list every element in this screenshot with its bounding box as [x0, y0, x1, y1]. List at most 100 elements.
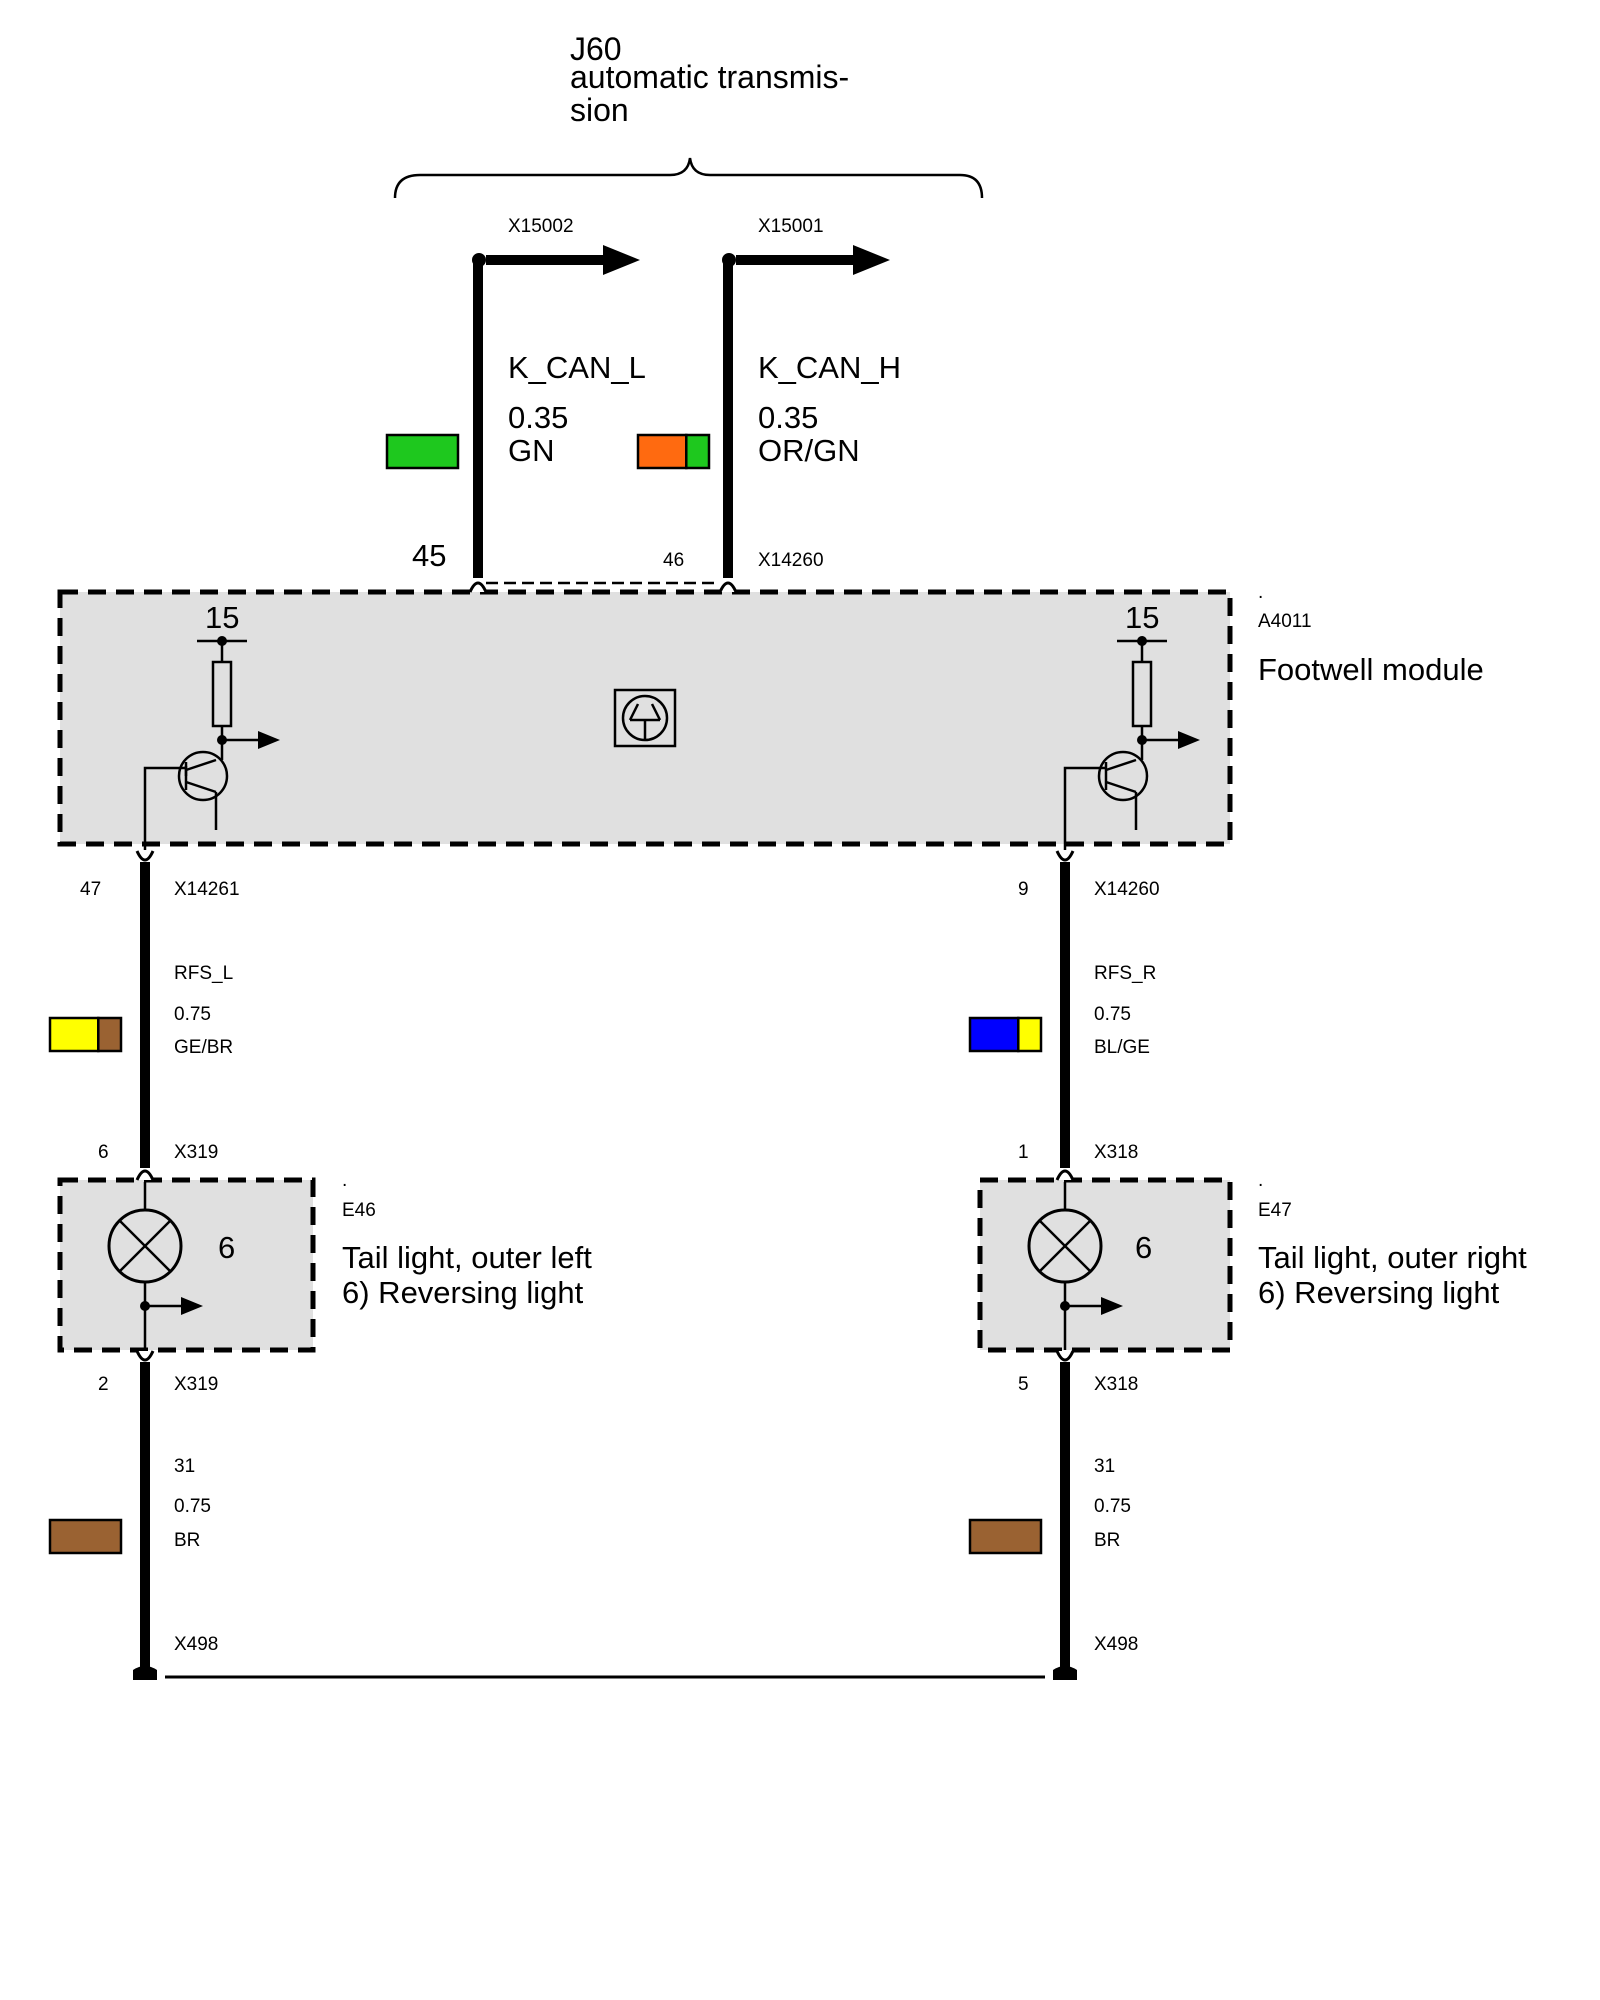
- color-swatch-part: [968, 1016, 1020, 1053]
- can-wire-high: X15001 K_CAN_H 0.35 OR/GN 46: [636, 216, 901, 578]
- right-driver-circuit: 15: [1063, 600, 1200, 850]
- can-wire-high-color-swatch: [636, 433, 711, 470]
- module-dot: .: [1258, 582, 1263, 603]
- can-wire-low: X15002 K_CAN_L 0.35 GN 45: [385, 216, 646, 578]
- destination-name-line2: sion: [570, 92, 629, 128]
- rfs-wire-right-signal: RFS_R: [1094, 963, 1156, 984]
- tail-light-right-number: 6: [1135, 1230, 1152, 1265]
- module-name: Footwell module: [1258, 652, 1484, 687]
- rfs-wire-right-connector-bottom: X318: [1094, 1142, 1138, 1163]
- rfs-wire-right-color-swatch: [968, 1016, 1043, 1053]
- ground-wire-left-ground: X498: [174, 1634, 218, 1655]
- can-wire-high-gauge: 0.35: [758, 400, 818, 435]
- rfs-wire-right: 9 X14260 RFS_R 0.75 BL/GE 1 X318: [968, 862, 1160, 1168]
- rfs-wire-left-connector-bottom: X319: [174, 1142, 218, 1163]
- ground-wire-left-connector-top: X319: [174, 1374, 218, 1395]
- module-pin-46-bridge: [718, 581, 738, 593]
- ground-wire-left-signal: 31: [174, 1456, 195, 1477]
- tail-light-right-name: Tail light, outer right: [1258, 1240, 1527, 1275]
- rfs-wire-right-pin-bottom: 1: [1018, 1142, 1029, 1163]
- can-wire-low-junction: [472, 253, 486, 267]
- tail-light-right-arrow: [1101, 1297, 1123, 1315]
- tail-light-right-box: [977, 1177, 1233, 1353]
- tail-light-left-arrow: [181, 1297, 203, 1315]
- left-driver-arrow: [258, 731, 280, 749]
- rfs-wire-right-gauge: 0.75: [1094, 1004, 1131, 1025]
- rfs-wire-right-pin-top: 9: [1018, 879, 1029, 900]
- tail-light-left-code: E46: [342, 1200, 376, 1221]
- ground-wire-right: 5 X318 31 0.75 BR X498: [968, 1362, 1138, 1680]
- can-wire-low-color-swatch: [385, 433, 460, 470]
- can-wire-high-pin: 46: [663, 550, 684, 571]
- tail-light-right-function: 6) Reversing light: [1258, 1275, 1500, 1310]
- can-wire-low-color-code: GN: [508, 433, 555, 468]
- can-wire-high-junction: [722, 253, 736, 267]
- rfs-wire-left-pin-bottom: 6: [98, 1142, 109, 1163]
- color-swatch-part: [636, 433, 688, 470]
- left-driver-circuit: 15: [143, 600, 280, 850]
- color-swatch-part: [97, 1016, 123, 1053]
- module-connector-label: X14260: [758, 550, 824, 571]
- tail-light-left-function: 6) Reversing light: [342, 1275, 584, 1310]
- ground-wire-left-color-swatch: [48, 1518, 123, 1555]
- can-wire-low-connector: X15002: [508, 216, 574, 237]
- left-terminal-15: 15: [205, 600, 239, 635]
- color-swatch-part: [48, 1016, 100, 1053]
- ground-right-terminal: [1053, 1666, 1077, 1680]
- can-wire-low-arrow-head: [603, 245, 640, 275]
- can-wire-high-signal: K_CAN_H: [758, 350, 901, 385]
- can-wire-high-arrow-head: [853, 245, 890, 275]
- tail-light-left-number: 6: [218, 1230, 235, 1265]
- electronic-module-icon: [613, 688, 677, 748]
- can-wire-high-color-code: OR/GN: [758, 433, 860, 468]
- color-swatch-part: [685, 433, 711, 470]
- ground-wire-left-gauge: 0.75: [174, 1496, 211, 1517]
- color-swatch-part: [968, 1518, 1043, 1555]
- ground-wire-right-ground: X498: [1094, 1634, 1138, 1655]
- rfs-wire-left-signal: RFS_L: [174, 963, 233, 984]
- can-wire-high-connector: X15001: [758, 216, 824, 237]
- color-swatch-part: [1017, 1016, 1043, 1053]
- ground-wire-left: 2 X319 31 0.75 BR X498: [48, 1362, 218, 1680]
- rfs-wire-left-gauge: 0.75: [174, 1004, 211, 1025]
- can-wire-low-pin: 45: [412, 538, 446, 573]
- destination-name-line1: automatic transmis-: [570, 59, 849, 95]
- tail-light-left-dot: .: [342, 1170, 347, 1191]
- can-wire-low-gauge: 0.35: [508, 400, 568, 435]
- left-transistor: [177, 750, 229, 802]
- rfs-wire-left-color-code: GE/BR: [174, 1037, 233, 1058]
- module-pin-45-bridge: [468, 581, 488, 593]
- tail-light-right-dot: .: [1258, 1170, 1263, 1191]
- destination-brace: [393, 157, 984, 199]
- module-code: A4011: [1258, 611, 1312, 632]
- rfs-wire-left: 47 X14261 RFS_L 0.75 GE/BR 6 X319: [48, 862, 240, 1168]
- can-wire-low-signal: K_CAN_L: [508, 350, 646, 385]
- ground-wire-right-pin-top: 5: [1018, 1374, 1029, 1395]
- ground-wire-left-pin-top: 2: [98, 1374, 109, 1395]
- ground-wire-right-gauge: 0.75: [1094, 1496, 1131, 1517]
- tail-light-right: 6 . E47 Tail light, outer right 6) Rever…: [977, 1169, 1527, 1362]
- tail-light-left-box: [57, 1177, 316, 1353]
- color-swatch-part: [385, 433, 460, 470]
- ground-left-terminal: [133, 1666, 157, 1680]
- rfs-wire-right-connector-top: X14260: [1094, 879, 1160, 900]
- ground-wire-right-color-code: BR: [1094, 1530, 1120, 1551]
- destination-code: J60: [570, 31, 622, 67]
- tail-light-left-name: Tail light, outer left: [342, 1240, 592, 1275]
- ground-wire-left-color-code: BR: [174, 1530, 200, 1551]
- ground-wire-right-color-swatch: [968, 1518, 1043, 1555]
- rfs-wire-left-connector-top: X14261: [174, 879, 240, 900]
- right-transistor: [1097, 750, 1149, 802]
- footwell-module: . A4011 Footwell module 15: [57, 581, 1484, 862]
- color-swatch-part: [48, 1518, 123, 1555]
- footwell-module-box: [57, 589, 1233, 847]
- ground-wire-right-signal: 31: [1094, 1456, 1115, 1477]
- ground-wire-right-connector-top: X318: [1094, 1374, 1138, 1395]
- tail-light-right-code: E47: [1258, 1200, 1292, 1221]
- right-driver-arrow: [1178, 731, 1200, 749]
- rfs-wire-right-color-code: BL/GE: [1094, 1037, 1150, 1058]
- tail-light-left: 6 . E46 Tail light, outer left 6) Revers…: [57, 1169, 592, 1362]
- rfs-wire-left-pin-top: 47: [80, 879, 101, 900]
